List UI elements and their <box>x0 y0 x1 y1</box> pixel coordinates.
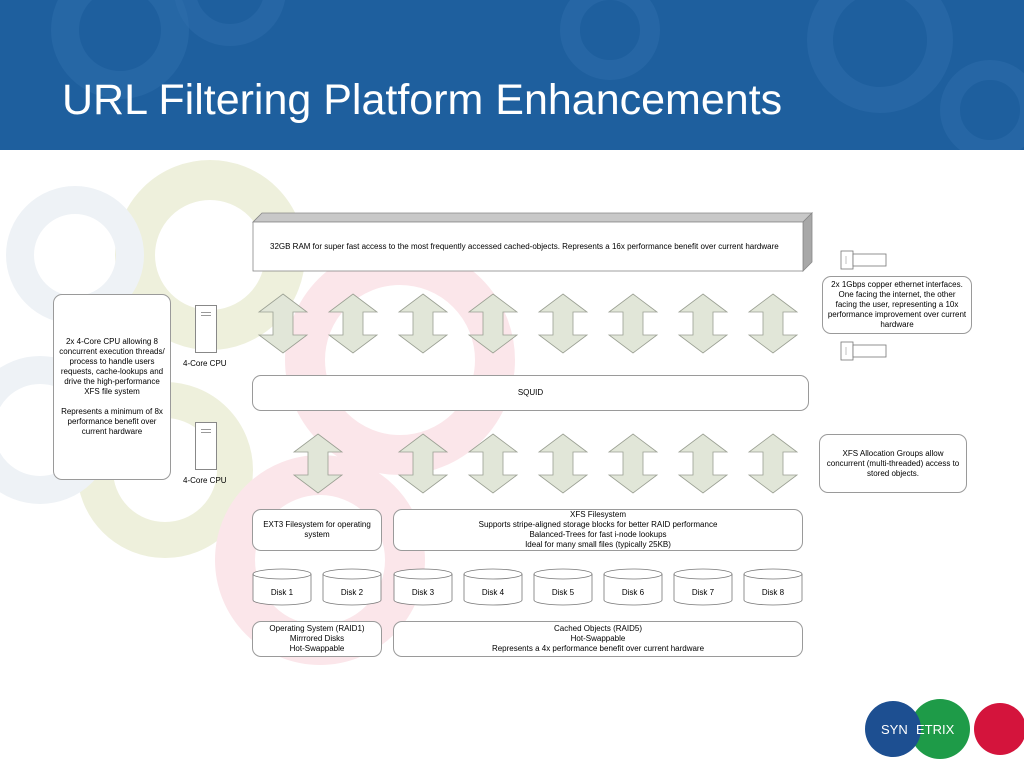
xfs-allocation-description: XFS Allocation Groups allow concurrent (… <box>826 448 960 478</box>
disk-5: Disk 5 <box>533 568 593 606</box>
double-arrow-squid-fs-6 <box>677 433 729 494</box>
double-arrow-squid-fs-3 <box>467 433 519 494</box>
double-arrow-ram-squid-6 <box>607 293 659 354</box>
logo-blue-circle <box>865 701 921 757</box>
disk-label: Disk 1 <box>270 588 294 597</box>
double-arrow-squid-fs-4 <box>537 433 589 494</box>
logo-text-etrix: ETRIX <box>916 722 955 737</box>
header-decoration <box>51 0 1024 150</box>
disk-label: Disk 8 <box>761 588 785 597</box>
cpu-icon-top <box>195 305 217 353</box>
disk-label: Disk 3 <box>411 588 435 597</box>
double-arrow-ram-squid-4 <box>467 293 519 354</box>
ethernet-description: 2x 1Gbps copper ethernet interfaces. One… <box>827 280 967 329</box>
disk-6: Disk 6 <box>603 568 663 606</box>
logo-text-syn: SYN <box>881 722 908 737</box>
double-arrow-squid-fs-2 <box>397 433 449 494</box>
double-arrow-squid-fs-7 <box>747 433 799 494</box>
raid5-box: Cached Objects (RAID5) Hot-Swappable Rep… <box>393 621 803 657</box>
disk-1: Disk 1 <box>252 568 312 606</box>
ext3-description: EXT3 Filesystem for operating system <box>263 520 371 539</box>
disk-label: Disk 6 <box>621 588 645 597</box>
cpu-label-top: 4-Core CPU <box>183 359 227 368</box>
double-arrow-ram-squid-3 <box>397 293 449 354</box>
disk-3: Disk 3 <box>393 568 453 606</box>
double-arrow-ram-squid-8 <box>747 293 799 354</box>
double-arrow-ram-squid-2 <box>327 293 379 354</box>
raid1-box: Operating System (RAID1) Mirrrored Disks… <box>252 621 382 657</box>
raid1-description: Operating System (RAID1) Mirrrored Disks… <box>269 624 365 653</box>
disk-2: Disk 2 <box>322 568 382 606</box>
disk-label: Disk 2 <box>340 588 364 597</box>
double-arrow-squid-fs-1 <box>292 433 344 494</box>
ethernet-connector-icon-top <box>840 250 887 270</box>
ethernet-description-box: 2x 1Gbps copper ethernet interfaces. One… <box>822 276 972 334</box>
ram-description: 32GB RAM for super fast access to the mo… <box>270 242 779 251</box>
squid-box: SQUID <box>252 375 809 411</box>
slide-header: URL Filtering Platform Enhancements <box>0 0 1024 150</box>
disk-4: Disk 4 <box>463 568 523 606</box>
double-arrow-squid-fs-5 <box>607 433 659 494</box>
xfs-description: XFS Filesystem Supports stripe-aligned s… <box>478 510 718 549</box>
double-arrow-ram-squid-5 <box>537 293 589 354</box>
xfs-allocation-box: XFS Allocation Groups allow concurrent (… <box>819 434 967 493</box>
logo-green-circle <box>910 699 970 759</box>
ethernet-connector-icon-bottom <box>840 341 887 361</box>
disk-label: Disk 4 <box>481 588 505 597</box>
disk-8: Disk 8 <box>743 568 803 606</box>
disk-7: Disk 7 <box>673 568 733 606</box>
ext3-filesystem-box: EXT3 Filesystem for operating system <box>252 509 382 551</box>
logo-red-circle <box>974 703 1024 755</box>
cpu-icon-bottom <box>195 422 217 470</box>
cpu-label-bottom: 4-Core CPU <box>183 476 227 485</box>
double-arrow-ram-squid-7 <box>677 293 729 354</box>
cpu-description: 2x 4-Core CPU allowing 8 concurrent exec… <box>59 337 165 436</box>
slide-title: URL Filtering Platform Enhancements <box>62 76 783 124</box>
squid-label: SQUID <box>517 388 544 397</box>
raid5-description: Cached Objects (RAID5) Hot-Swappable Rep… <box>491 624 705 653</box>
double-arrow-ram-squid-1 <box>257 293 309 354</box>
disk-label: Disk 7 <box>691 588 715 597</box>
disk-label: Disk 5 <box>551 588 575 597</box>
xfs-filesystem-box: XFS Filesystem Supports stripe-aligned s… <box>393 509 803 551</box>
cpu-description-box: 2x 4-Core CPU allowing 8 concurrent exec… <box>53 294 171 480</box>
